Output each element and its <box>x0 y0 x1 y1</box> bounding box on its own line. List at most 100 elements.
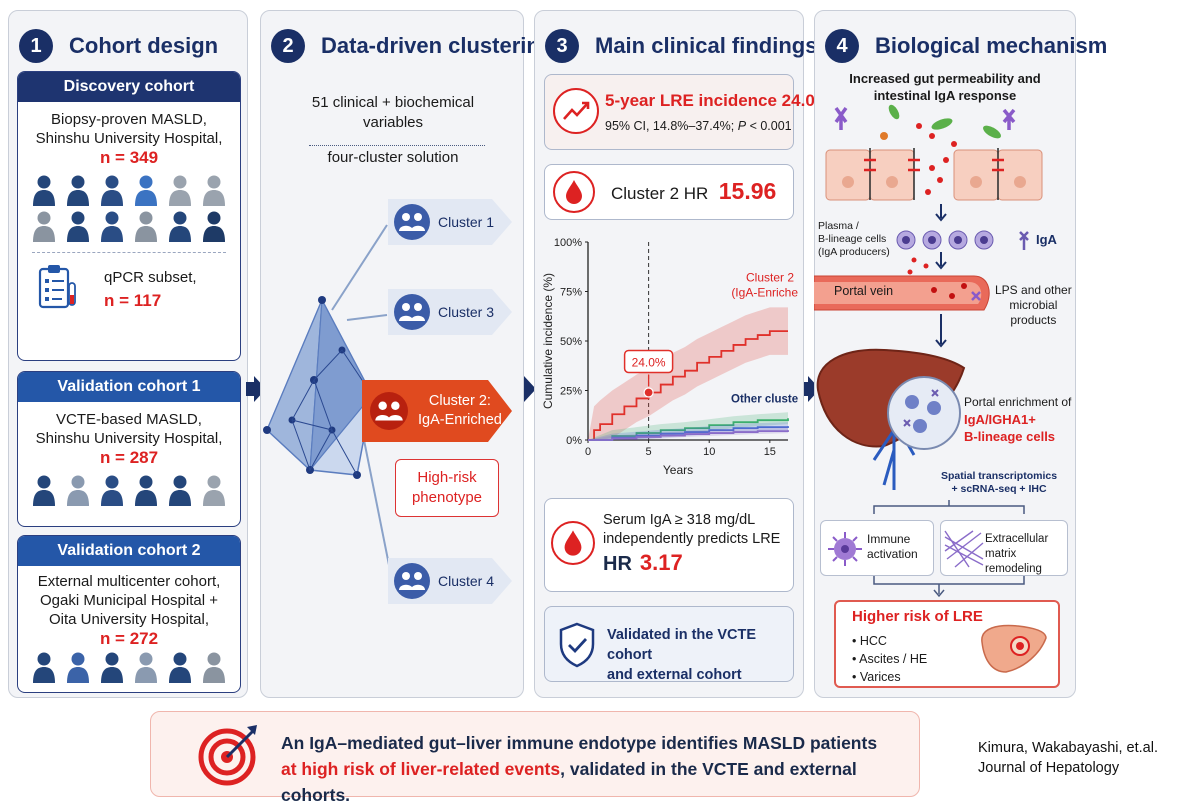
val1-line2: Shinshu University Hospital, <box>35 430 223 447</box>
series-line <box>588 418 789 441</box>
discovery-people-icons <box>18 168 240 248</box>
series-label-cluster2-sub: (IgA-Enriched) <box>731 286 798 300</box>
ecm-remodeling-box: Extracellular matrix remodeling <box>940 520 1068 576</box>
cluster-2-node: Cluster 2: IgA-Enriched <box>362 380 512 442</box>
incidence-card: 5-year LRE incidence 24.0% 95% CI, 14.8%… <box>544 74 830 150</box>
serum-hr-value: 3.17 <box>639 550 683 575</box>
x-tick-label: 10 <box>703 446 715 458</box>
p-label: P <box>737 119 747 133</box>
summary-banner: An IgA–mediated gut–liver immune endotyp… <box>150 711 920 805</box>
spatial-line1: Spatial transcriptomics <box>940 470 1058 482</box>
panel-title: 3 Main clinical findings <box>545 29 817 63</box>
hr-text: Cluster 2 HR 15.96 <box>611 178 776 205</box>
discovery-cohort-text: Biopsy-proven MASLD, Shinshu University … <box>18 110 240 148</box>
liver-illustration <box>816 348 966 490</box>
citation-authors: Kimura, Wakabayashi, et.al. <box>978 740 1158 756</box>
cluster-1-node: Cluster 1 <box>388 199 512 245</box>
incidence-ci: 95% CI, 14.8%–37.4%; P < 0.001 <box>605 119 792 133</box>
person-icon <box>66 474 90 506</box>
panel-cohort-design: 1 Cohort design Discovery cohort Biopsy-… <box>8 10 248 698</box>
summary-highlight: at high risk of liver-related events <box>281 759 561 779</box>
x-tick-label: 15 <box>764 446 776 458</box>
validated-line1: Validated in the VCTE cohort <box>607 627 757 663</box>
enrich-line3: B-lineage cells <box>964 429 1056 444</box>
serum-text: Serum IgA ≥ 318 mg/dL independently pred… <box>603 511 780 576</box>
series-confidence-band <box>588 307 788 440</box>
person-icon <box>66 174 90 206</box>
y-tick-label: 0% <box>566 435 582 447</box>
person-icon <box>100 210 124 242</box>
ecm-line1: Extracellular <box>985 533 1049 545</box>
citation-journal: Journal of Hepatology <box>978 760 1120 776</box>
risk-item: • HCC <box>852 634 887 648</box>
step-number: 2 <box>271 29 305 63</box>
immune-text: Immune activation <box>867 532 918 562</box>
panel-title-text: Cohort design <box>69 33 219 58</box>
p-value: < 0.001 <box>749 119 792 133</box>
person-icon <box>134 651 158 683</box>
step-number: 3 <box>545 29 579 63</box>
val2-n: n = 272 <box>99 629 159 648</box>
validated-line2: and external cohort <box>607 667 742 683</box>
plasma-line2: B-lineage cells <box>818 233 887 245</box>
enrich-line2: IgA/IGHA1+ <box>964 412 1036 427</box>
person-icon <box>168 174 192 206</box>
qpcr-subset: qPCR subset, n = 117 <box>18 257 240 321</box>
variables-line1: 51 clinical + biochemical <box>311 94 475 111</box>
hazard-ratio-card: Cluster 2 HR 15.96 <box>544 164 794 220</box>
y-tick-label: 50% <box>560 336 582 348</box>
summary-line1: An IgA–mediated gut–liver immune endotyp… <box>281 733 878 753</box>
cluster-2-label: Cluster 2: IgA-Enriched <box>418 392 502 430</box>
group-icon <box>394 563 430 599</box>
lps-line3: products <box>1010 313 1057 327</box>
annotation-label: 24.0% <box>632 355 666 369</box>
step-number: 1 <box>19 29 53 63</box>
group-icon <box>394 204 430 240</box>
incidence-ci-text: 95% CI, 14.8%–37.4%; <box>605 119 735 133</box>
risk-title: Higher risk of LRE <box>852 608 983 625</box>
spatial-label: Spatial transcriptomics + scRNA-seq + IH… <box>936 470 1062 496</box>
enrichment-label: Portal enrichment of IgA/IGHA1+ B-lineag… <box>964 394 1071 445</box>
blood-drop-icon <box>551 521 595 565</box>
val1-n: n = 287 <box>99 448 159 467</box>
arrow-right-icon <box>800 376 820 402</box>
shield-check-icon <box>559 622 595 668</box>
val2-line3: Oita University Hospital, <box>48 611 210 628</box>
immune-line1: Immune <box>867 532 911 546</box>
gut-line2: intestinal IgA response <box>873 88 1017 103</box>
risk-item: • Varices <box>852 670 901 684</box>
group-icon <box>394 294 430 330</box>
immune-line2: activation <box>867 547 918 561</box>
cluster-4-label: Cluster 4 <box>438 573 495 589</box>
hr-value: 15.96 <box>718 178 777 204</box>
intestinal-epithelium <box>825 148 1043 201</box>
risk-item-varices: Varices <box>859 670 901 684</box>
cluster-2-line2: IgA-Enriched <box>418 412 502 428</box>
validation-cohort-1-header: Validation cohort 1 <box>18 372 240 402</box>
person-icon <box>134 174 158 206</box>
val2-line1: External multicenter cohort, <box>37 573 221 590</box>
risk-item-ascites: Ascites / HE <box>859 652 928 666</box>
risk-line1: High-risk <box>417 469 477 486</box>
discovery-line2: Shinshu University Hospital, <box>35 130 223 147</box>
x-tick-label: 5 <box>646 446 652 458</box>
risk-item-hcc: HCC <box>859 634 887 648</box>
ecm-line2: matrix remodeling <box>985 548 1042 575</box>
cluster-1-label: Cluster 1 <box>438 214 495 230</box>
y-tick-label: 75% <box>560 287 582 299</box>
cluster-4-node: Cluster 4 <box>388 558 512 604</box>
target-icon <box>198 725 257 786</box>
higher-risk-box: Higher risk of LRE • HCC • Ascites / HE … <box>834 600 1060 688</box>
x-tick-label: 0 <box>585 446 591 458</box>
y-tick-label: 25% <box>560 386 582 398</box>
person-icon <box>202 210 226 242</box>
variables-text: 51 clinical + biochemical variables <box>261 93 525 133</box>
person-icon <box>66 651 90 683</box>
qpcr-n: n = 117 <box>104 291 162 310</box>
divider-dotted <box>309 145 485 146</box>
person-icon <box>32 651 56 683</box>
person-icon <box>66 210 90 242</box>
person-icon <box>100 651 124 683</box>
